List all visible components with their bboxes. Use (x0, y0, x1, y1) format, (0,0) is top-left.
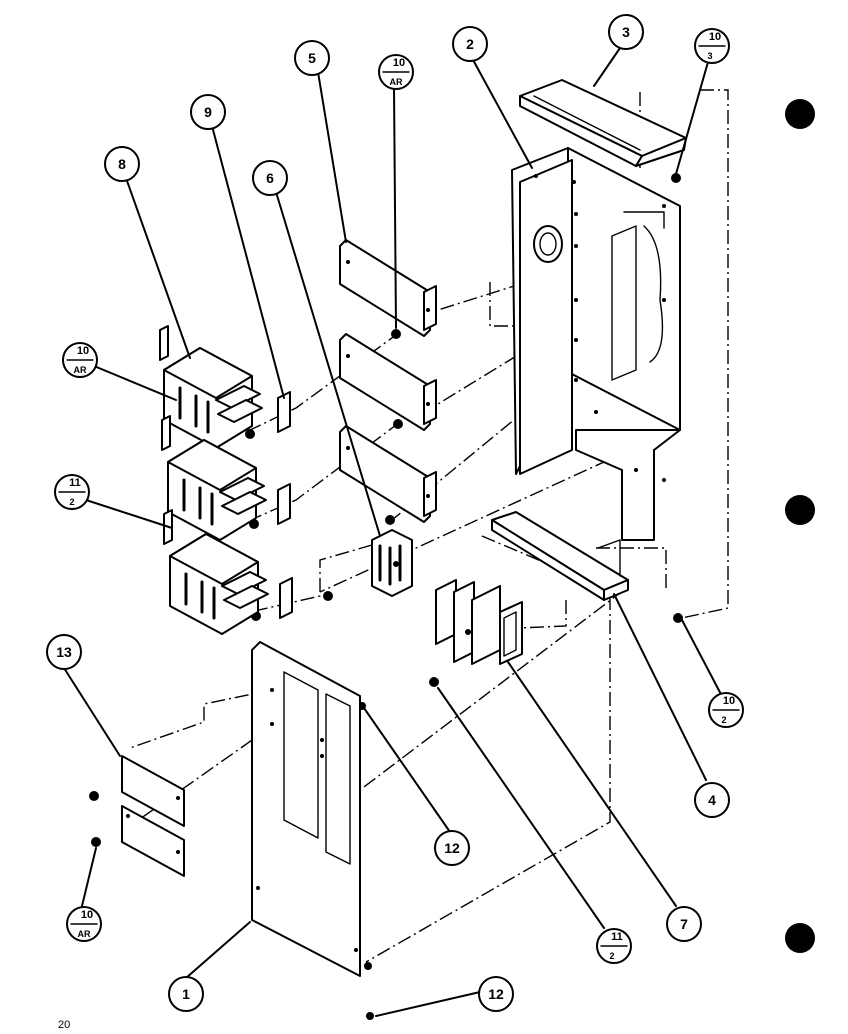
page-number: 20 (58, 1019, 70, 1031)
leader-lines (63, 47, 725, 1017)
fraction-10-ar-top-top: 10 (393, 57, 405, 69)
callout-1-label: 1 (182, 986, 190, 1002)
binder-hole-bottom (785, 923, 815, 953)
screws (89, 173, 683, 1020)
callout-3: 3 (608, 14, 644, 50)
callout-4-label: 4 (708, 792, 716, 808)
callout-7: 7 (666, 906, 702, 942)
fraction-10-2: 10 2 (708, 692, 744, 728)
fraction-10-ar-left: 10 AR (62, 342, 98, 378)
callout-5: 5 (294, 40, 330, 76)
callout-3-label: 3 (622, 24, 630, 40)
part-7-contactor (435, 579, 523, 665)
fraction-10-ar-top: 10 AR (378, 54, 414, 90)
callout-12-lower: 12 (478, 976, 514, 1012)
fraction-10-ar-left-bottom: AR (74, 365, 87, 375)
fraction-11-2-left-bottom: 2 (69, 497, 74, 507)
callout-12-upper-label: 12 (444, 840, 460, 856)
part-13-cover-plates (121, 755, 185, 877)
callout-8: 8 (104, 146, 140, 182)
fraction-10-ar-left-top: 10 (77, 345, 89, 357)
callout-9-label: 9 (204, 104, 212, 120)
callout-9: 9 (190, 94, 226, 130)
callout-4: 4 (694, 782, 730, 818)
part-6-terminal-block (371, 529, 413, 597)
callout-6-label: 6 (266, 170, 274, 186)
callout-12-upper: 12 (434, 830, 470, 866)
fraction-11-2-bottom-top: 11 (611, 931, 623, 943)
fraction-10-2-bottom: 2 (721, 715, 726, 725)
fraction-10-2-top: 10 (723, 695, 735, 707)
part-8-breaker-bottom (163, 509, 293, 635)
fraction-10-ar-top-bottom: AR (390, 77, 403, 87)
fraction-10-3-bottom: 3 (707, 51, 712, 61)
part-8-breaker-middle (161, 415, 291, 541)
binder-hole-top (785, 99, 815, 129)
binder-hole-middle (785, 495, 815, 525)
callout-12-lower-label: 12 (488, 986, 504, 1002)
callout-1: 1 (168, 976, 204, 1012)
part-4-rail (491, 511, 629, 601)
fraction-11-2-bottom-bottom: 2 (609, 951, 614, 961)
callout-7-label: 7 (680, 916, 688, 932)
callout-2: 2 (452, 26, 488, 62)
callout-2-label: 2 (466, 36, 474, 52)
part-2-back-panel (511, 147, 681, 541)
fraction-11-2-bottom: 11 2 (596, 928, 632, 964)
part-3-top-cover (519, 79, 687, 167)
fraction-10-ar-bottom: 10 AR (66, 906, 102, 942)
fraction-10-3: 10 3 (694, 28, 730, 64)
fraction-10-ar-bottom-top: 10 (81, 909, 93, 921)
callout-8-label: 8 (118, 156, 126, 172)
part-1-front-panel (251, 641, 361, 977)
part-5-brackets (339, 239, 437, 523)
part-8-breaker-top (159, 325, 291, 449)
fraction-11-2-left-top: 11 (69, 477, 81, 489)
callout-13: 13 (46, 634, 82, 670)
fraction-10-3-top: 10 (709, 31, 721, 43)
fraction-11-2-left: 11 2 (54, 474, 90, 510)
callout-5-label: 5 (308, 50, 316, 66)
callout-6: 6 (252, 160, 288, 196)
fraction-10-ar-bottom-bottom: AR (78, 929, 91, 939)
callout-13-label: 13 (56, 644, 72, 660)
